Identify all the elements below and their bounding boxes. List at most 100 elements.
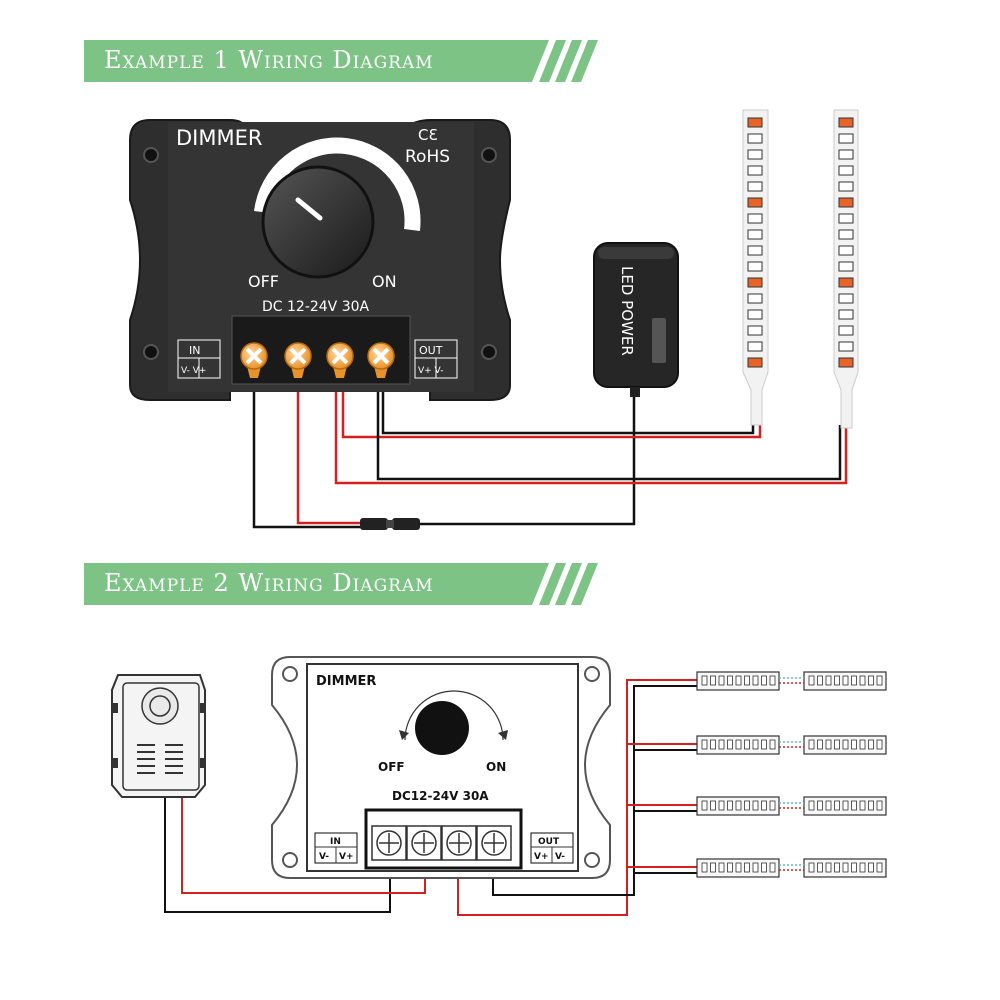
- led-chip: [834, 800, 840, 811]
- out-plus-label: V+: [534, 852, 549, 862]
- led-chip: [876, 739, 883, 750]
- led-chip: [838, 277, 854, 288]
- dimmer-knob[interactable]: [261, 165, 375, 279]
- terminal-screw[interactable]: [441, 825, 477, 861]
- terminal-screw[interactable]: [326, 342, 354, 378]
- resistor-chip: [838, 181, 854, 192]
- resistor-chip: [747, 325, 763, 336]
- example1-banner: Example 1 Wiring Diagram: [84, 40, 614, 82]
- led-chip: [868, 675, 874, 686]
- example2-power-supply: [111, 674, 206, 798]
- led-chip: [718, 862, 725, 873]
- resistor-chip: [747, 133, 763, 144]
- led-chip: [761, 862, 767, 873]
- terminal-screw[interactable]: [367, 342, 395, 378]
- in-label: IN: [189, 344, 200, 357]
- terminal-screw[interactable]: [476, 825, 512, 861]
- led-chip: [744, 862, 750, 873]
- knob-indicator: [295, 197, 323, 221]
- led-chip: [752, 739, 759, 750]
- led-chip: [718, 675, 725, 686]
- led-chip: [817, 739, 823, 750]
- example1-wires: [252, 378, 848, 529]
- resistor-chip: [838, 213, 854, 224]
- led-chip: [851, 800, 857, 811]
- resistor-chip: [838, 165, 854, 176]
- led-chip: [876, 862, 883, 873]
- led-chip: [747, 357, 763, 368]
- off-label: OFF: [378, 760, 405, 774]
- example2-dimmer: DIMMER OFF ON DC12-24V 30A: [271, 656, 611, 879]
- dimmer-knob[interactable]: [415, 701, 469, 755]
- resistor-chip: [747, 261, 763, 272]
- example2-title: Example 2 Wiring Diagram: [104, 569, 434, 597]
- led-chip: [752, 800, 759, 811]
- terminal-screw[interactable]: [371, 825, 407, 861]
- led-chip: [859, 675, 866, 686]
- resistor-chip: [838, 133, 854, 144]
- example2-led-strips: [696, 671, 887, 878]
- led-chip: [838, 117, 854, 128]
- led-chip: [727, 862, 733, 873]
- led-chip: [735, 800, 742, 811]
- led-chip: [825, 675, 832, 686]
- example2-banner: Example 2 Wiring Diagram: [84, 563, 614, 605]
- led-chip: [710, 739, 716, 750]
- led-chip: [718, 739, 725, 750]
- example1-dimmer: DIMMER CƐ RoHS OFF ON DC 12-24V 30A IN V…: [129, 119, 511, 401]
- in-terminals-label: V- V+: [181, 366, 206, 376]
- terminal-screw[interactable]: [240, 342, 268, 378]
- led-chip: [769, 862, 776, 873]
- resistor-chip: [747, 309, 763, 320]
- mounting-hole: [481, 147, 497, 163]
- led-power-label: LED POWER: [618, 266, 636, 356]
- on-label: ON: [486, 760, 506, 774]
- banner-background: [84, 40, 598, 82]
- led-chip: [876, 800, 883, 811]
- led-chip: [859, 739, 866, 750]
- led-chip: [851, 675, 857, 686]
- led-chip: [834, 675, 840, 686]
- ce-mark: CƐ: [418, 126, 438, 144]
- resistor-chip: [747, 165, 763, 176]
- led-chip: [744, 739, 750, 750]
- out-terminals-label: V+ V-: [418, 366, 443, 376]
- led-chip: [851, 862, 857, 873]
- rohs-mark: RoHS: [405, 147, 450, 167]
- on-label: ON: [372, 272, 397, 291]
- led-chip: [761, 739, 767, 750]
- example1-title: Example 1 Wiring Diagram: [104, 46, 434, 74]
- resistor-chip: [838, 309, 854, 320]
- mounting-hole: [282, 666, 298, 682]
- resistor-chip: [747, 245, 763, 256]
- in-plus-label: V+: [339, 852, 354, 862]
- led-chip: [710, 862, 716, 873]
- terminal-screw[interactable]: [284, 342, 312, 378]
- out-minus-label: V-: [555, 852, 565, 862]
- resistor-chip: [747, 293, 763, 304]
- led-chip: [718, 800, 725, 811]
- brightness-arc: [254, 137, 421, 231]
- led-chip: [747, 277, 763, 288]
- resistor-chip: [838, 229, 854, 240]
- out-label: OUT: [419, 344, 443, 357]
- out-label: OUT: [538, 837, 560, 847]
- resistor-chip: [747, 181, 763, 192]
- resistor-chip: [838, 325, 854, 336]
- terminal-screw[interactable]: [406, 825, 442, 861]
- led-chip: [842, 739, 849, 750]
- led-chip: [834, 862, 840, 873]
- dimmer-label: DIMMER: [176, 126, 262, 150]
- led-chip: [769, 675, 776, 686]
- led-chip: [825, 800, 832, 811]
- led-chip: [817, 800, 823, 811]
- led-chip: [761, 800, 767, 811]
- led-chip: [727, 800, 733, 811]
- led-chip: [842, 675, 849, 686]
- mounting-hole: [282, 852, 298, 868]
- mounting-hole: [584, 852, 600, 868]
- led-chip: [868, 739, 874, 750]
- example1-led-power-supply: LED POWER: [593, 242, 679, 397]
- led-chip: [868, 862, 874, 873]
- example1-strip-leds: [747, 117, 854, 368]
